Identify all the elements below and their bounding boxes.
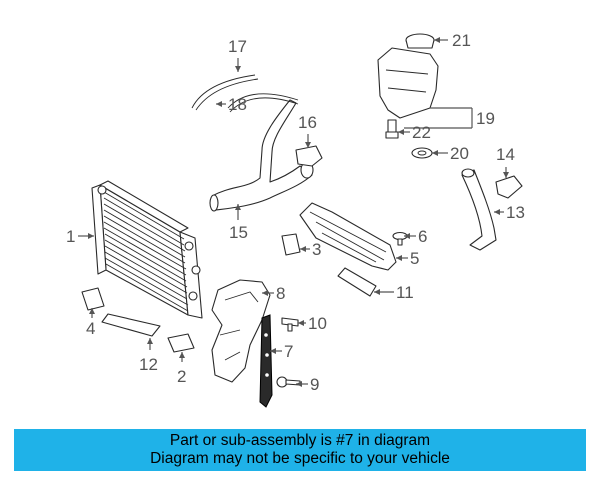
hose-part-13 bbox=[461, 169, 497, 251]
callout-20: 20 bbox=[450, 144, 469, 163]
shroud-part-8 bbox=[211, 279, 271, 383]
hose-part-18 bbox=[191, 74, 299, 113]
callout-7: 7 bbox=[284, 342, 293, 361]
callout-12: 12 bbox=[139, 355, 158, 374]
bracket-part-3 bbox=[281, 233, 301, 256]
flange-part-16 bbox=[295, 145, 323, 167]
strip-part-12 bbox=[101, 313, 161, 337]
seal-part-11 bbox=[337, 267, 377, 297]
cap-part-21 bbox=[405, 33, 435, 49]
callout-17: 17 bbox=[228, 37, 247, 56]
radiator-part-1 bbox=[91, 180, 203, 319]
bolt-part-10 bbox=[281, 317, 299, 332]
duct-part-5 bbox=[299, 202, 397, 271]
highlighted-part-7 bbox=[259, 314, 273, 408]
bolt-part-9 bbox=[276, 376, 301, 388]
callout-1: 1 bbox=[66, 227, 75, 246]
callout-10: 10 bbox=[308, 314, 327, 333]
hose-part-15 bbox=[211, 99, 313, 211]
bracket-part-2 bbox=[167, 333, 195, 353]
callout-11: 11 bbox=[396, 283, 414, 302]
callout-19: 19 bbox=[476, 109, 495, 128]
callout-3: 3 bbox=[312, 240, 321, 259]
clamp-part-14 bbox=[495, 175, 523, 199]
callout-15: 15 bbox=[229, 223, 248, 242]
banner-line-1: Part or sub-assembly is #7 in diagram bbox=[169, 432, 431, 449]
callout-21: 21 bbox=[452, 31, 471, 50]
callout-9: 9 bbox=[310, 375, 319, 394]
callout-14: 14 bbox=[496, 145, 515, 164]
fastener-part-6 bbox=[392, 231, 408, 246]
callout-6: 6 bbox=[418, 227, 427, 246]
callout-labels: 1 4 12 2 3 5 6 7 8 9 10 11 13 14 15 16 1… bbox=[66, 31, 525, 394]
callout-2: 2 bbox=[177, 367, 186, 386]
callout-4: 4 bbox=[86, 319, 95, 338]
reservoir-part-19 bbox=[377, 47, 439, 119]
bracket-part-4 bbox=[81, 287, 105, 311]
callout-5: 5 bbox=[410, 249, 419, 268]
callout-16: 16 bbox=[298, 113, 317, 132]
callout-18: 18 bbox=[228, 95, 247, 114]
leader-arrowheads bbox=[88, 37, 509, 387]
ring-part-20 bbox=[411, 147, 433, 159]
callout-22: 22 bbox=[412, 123, 431, 142]
banner-line-2: Diagram may not be specific to your vehi… bbox=[150, 450, 450, 467]
info-banner: Part or sub-assembly is #7 in diagram Di… bbox=[14, 429, 586, 471]
callout-8: 8 bbox=[276, 284, 285, 303]
parts-diagram: 1 4 12 2 3 5 6 7 8 9 10 11 13 14 15 16 1… bbox=[66, 31, 525, 408]
callout-13: 13 bbox=[506, 203, 525, 222]
sensor-part-22 bbox=[385, 119, 399, 139]
